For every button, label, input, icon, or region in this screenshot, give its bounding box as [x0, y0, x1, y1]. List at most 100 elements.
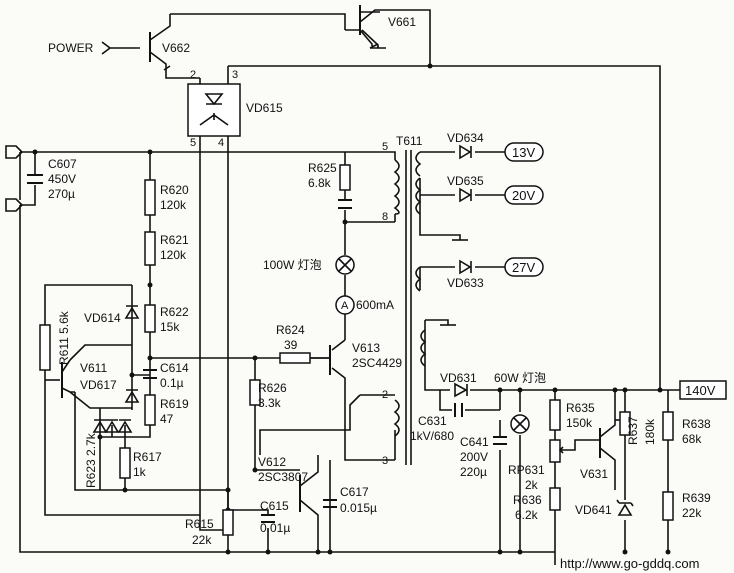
vd633-diode-icon	[459, 259, 472, 275]
t611-feedback-coil	[393, 399, 400, 437]
label-r636: R636	[513, 493, 542, 507]
label-r617-v: 1k	[133, 465, 147, 479]
v611-leads	[61, 359, 75, 393]
label-r639: R639	[682, 491, 711, 505]
label-pin4: 4	[218, 137, 224, 149]
lamp-60w-icon	[510, 414, 530, 434]
label-pin2: 2	[190, 69, 196, 81]
label-vd633: VD633	[447, 276, 484, 290]
r621-body	[144, 231, 156, 266]
label-out140: 140V	[685, 383, 716, 398]
out20-badge	[504, 185, 544, 205]
label-r619-v: 47	[160, 412, 174, 426]
label-v613: V613	[352, 341, 380, 355]
label-c615-v: 0.01µ	[260, 521, 290, 535]
label-t-pin2: 2	[382, 389, 388, 401]
vd635-diode-icon	[459, 187, 472, 203]
r636-body	[549, 487, 561, 511]
r615-body	[222, 509, 234, 536]
label-r635: R635	[566, 401, 595, 415]
label-r615: R615	[185, 517, 214, 531]
label-r625: R625	[308, 161, 337, 175]
input-terminal-bottom	[5, 198, 24, 212]
label-v631: V631	[580, 467, 608, 481]
r622-body	[144, 304, 156, 333]
label-c641-v2: 220µ	[460, 465, 487, 479]
label-vd641: VD641	[575, 503, 612, 517]
label-r626-v: 3.3k	[258, 396, 282, 410]
vd615-led-icon	[204, 93, 224, 106]
label-r621-v: 120k	[160, 248, 187, 262]
vd631-diode-icon	[454, 382, 468, 398]
label-vd631: VD631	[440, 371, 477, 385]
vd614-diode-icon	[124, 305, 140, 319]
label-c641: C641	[460, 435, 489, 449]
vd641-zener-icon	[616, 499, 634, 516]
ammeter-icon	[335, 295, 355, 315]
label-v612-v: 2SC3807	[258, 470, 308, 484]
t611-sec-coil-c	[420, 329, 427, 367]
source-url: http://www.go-gddq.com	[560, 556, 699, 571]
r623-diode-c-icon	[117, 419, 133, 433]
vd615-box	[187, 83, 241, 137]
label-v662: V662	[162, 41, 190, 55]
label-vd635: VD635	[447, 174, 484, 188]
vd615-phototransistor-icon	[199, 113, 229, 126]
label-r624: R624	[276, 323, 305, 337]
label-r635-v: 150k	[566, 416, 593, 430]
vd617-diode-icon	[124, 389, 140, 403]
label-c607: C607	[48, 157, 77, 171]
label-pin3: 3	[232, 69, 238, 81]
r624-body	[279, 352, 311, 364]
r623-diode-b-icon	[92, 419, 108, 433]
label-bulb100: 100W 灯泡	[263, 258, 322, 272]
t611-sec-coil-b	[415, 266, 422, 292]
label-vd617: VD617	[80, 378, 117, 392]
label-out13: 13V	[512, 145, 535, 160]
power-arrow-icon	[101, 41, 112, 55]
label-r623: R623 2.7k	[84, 432, 98, 488]
label-c614: C614	[160, 361, 189, 375]
label-r637: R637	[626, 416, 640, 445]
label-v613-v: 2SC4429	[352, 356, 402, 370]
label-r625-v: 6.8k	[308, 176, 332, 190]
label-power: POWER	[48, 41, 94, 55]
r639-body	[662, 491, 674, 521]
label-r619: R619	[160, 397, 189, 411]
label-out20: 20V	[512, 188, 535, 203]
wires	[19, 9, 680, 565]
label-bulb60: 60W 灯泡	[494, 371, 546, 385]
label-pin5: 5	[190, 137, 196, 149]
out27-badge	[504, 257, 544, 277]
label-r622-v: 15k	[160, 320, 180, 334]
out140-box	[679, 380, 727, 400]
r619-body	[144, 394, 156, 426]
vd634-diode-icon	[459, 144, 472, 160]
t611-sec-coil-a	[415, 151, 422, 215]
label-v661: V661	[388, 15, 416, 29]
label-r617: R617	[133, 450, 162, 464]
label-r637-v: 180k	[643, 418, 657, 445]
label-vd615: VD615	[246, 101, 283, 115]
rp631-wiper-icon	[558, 446, 565, 454]
label-r626: R626	[258, 381, 287, 395]
r620-body	[144, 179, 156, 216]
r625-body	[339, 164, 351, 191]
label-rp631: RP631	[508, 463, 545, 477]
lamp-100w-icon	[335, 255, 355, 275]
label-vd614: VD614	[84, 311, 121, 325]
input-terminal-top	[5, 145, 24, 159]
label-c615: C615	[260, 499, 289, 513]
junction-dots	[32, 63, 671, 555]
label-t-pin3: 3	[382, 455, 388, 467]
label-r636-v: 6.2k	[515, 508, 539, 522]
out13-badge	[504, 142, 544, 162]
label-c631-v: 1kV/680	[410, 429, 454, 443]
label-r624-v: 39	[284, 338, 298, 352]
label-out27: 27V	[512, 260, 535, 275]
v661-ground-icon	[370, 46, 386, 49]
label-vd634: VD634	[447, 131, 484, 145]
label-r615-v: 22k	[192, 533, 212, 547]
r611-body	[39, 324, 51, 371]
